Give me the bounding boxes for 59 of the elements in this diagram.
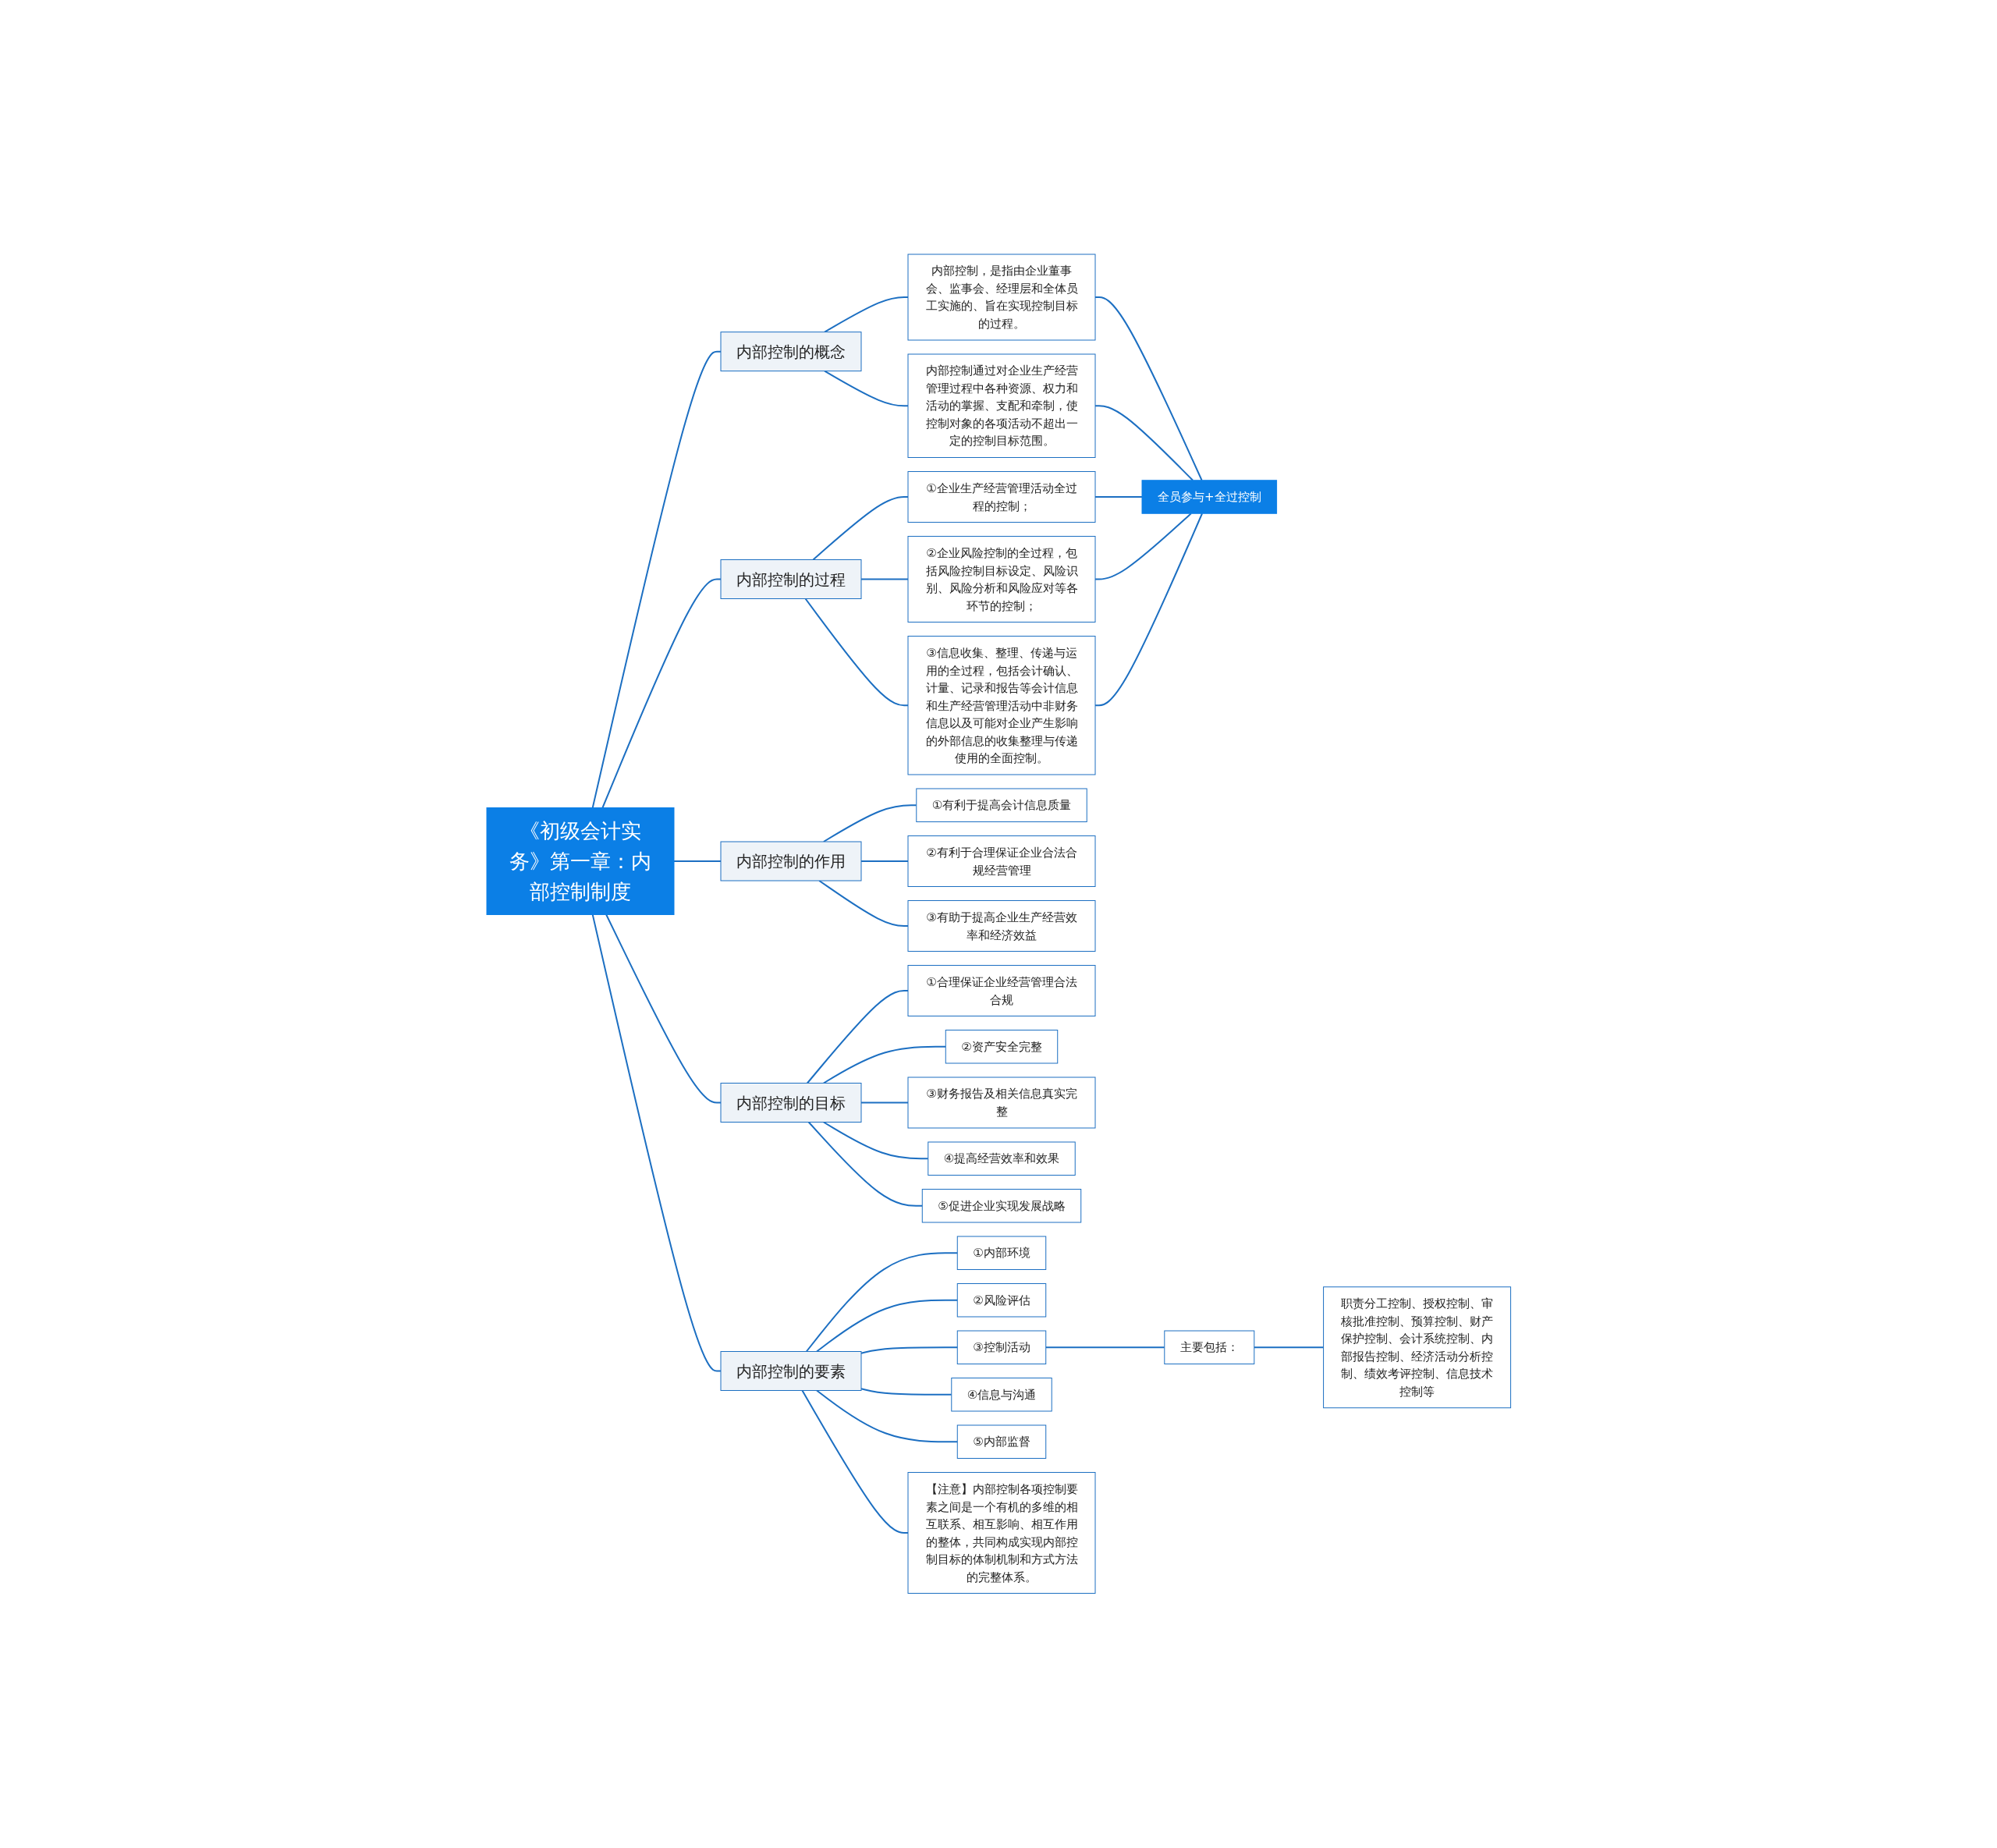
node-box: 内部控制，是指由企业董事会、监事会、经理层和全体员工实施的、旨在实现控制目标的过程。 <box>907 254 1096 341</box>
connector <box>601 578 722 809</box>
connector <box>1094 513 1192 580</box>
node-box: ③财务报告及相关信息真实完整 <box>907 1077 1096 1129</box>
connector <box>1094 405 1194 481</box>
node-box: ③信息收集、整理、传递与运用的全过程，包括会计确认、计量、记录和报告等会计信息和生产经营管理活动中非财务信息以及可能对企业产生影响的外部信息的收集整理与传递使用的全面控制。 <box>907 636 1096 775</box>
node-box: 内部控制的过程 <box>720 559 862 600</box>
node-box: ①企业生产经营管理活动全过程的控制； <box>907 471 1096 523</box>
node-box: ②风险评估 <box>956 1283 1046 1318</box>
node-box: ①内部环境 <box>956 1236 1046 1271</box>
node-box: ②企业风险控制的全过程，包括风险控制目标设定、风险识别、风险分析和风险应对等各环节的控制； <box>907 536 1096 623</box>
connector <box>591 350 722 809</box>
connector <box>822 1046 946 1084</box>
connector <box>605 913 722 1104</box>
connector <box>1094 513 1203 707</box>
connector <box>860 1101 909 1104</box>
node-box: ④信息与沟通 <box>951 1378 1052 1412</box>
node-box: 职责分工控制、授权控制、审核批准控制、预算控制、财产保护控制、会计系统控制、内部报告控制、经济活动分析控制、绩效考评控制、信息技术控制等 <box>1322 1286 1511 1409</box>
connector <box>1094 296 1203 481</box>
connector <box>812 496 909 561</box>
connector <box>860 1388 952 1396</box>
node-box: ③有助于提高企业生产经营效率和经济效益 <box>907 900 1096 952</box>
connector <box>1045 1346 1165 1349</box>
node-box: 主要包括： <box>1164 1330 1254 1365</box>
node-box: 内部控制的作用 <box>720 841 862 881</box>
connector <box>815 1389 958 1443</box>
connector <box>818 880 909 928</box>
node-box: 内部控制的概念 <box>720 332 862 372</box>
connector <box>860 1346 958 1355</box>
connector <box>823 296 909 333</box>
node-box: 内部控制的目标 <box>720 1083 862 1123</box>
connector <box>591 913 722 1372</box>
connector <box>822 1121 929 1160</box>
node-box: ②资产安全完整 <box>945 1030 1058 1064</box>
node-box: 全员参与+全过控制 <box>1141 480 1277 514</box>
node-box: ⑤促进企业实现发展战略 <box>921 1189 1081 1223</box>
node-box: ⑤内部监督 <box>956 1424 1046 1460</box>
node-box: 【注意】内部控制各项控制要素之间是一个有机的多维的相互联系、相互影响、相互作用的整体，共同构成实现内部控制目标的体制机制和方式方法的完整体系。 <box>907 1472 1096 1594</box>
node-box: 《初级会计实务》第一章：内部控制制度 <box>486 807 675 916</box>
connector <box>672 860 722 863</box>
connector <box>823 370 909 407</box>
node-box: ②有利于合理保证企业合法合规经营管理 <box>907 835 1096 888</box>
node-box: ①合理保证企业经营管理合法合规 <box>907 965 1096 1017</box>
connector <box>1094 496 1143 498</box>
node-box: ④提高经营效率和效果 <box>928 1141 1076 1176</box>
connector <box>815 1300 958 1353</box>
node-box: ①有利于提高会计信息质量 <box>916 788 1087 823</box>
node-box: 内部控制的要素 <box>720 1351 862 1392</box>
connector <box>805 1252 958 1353</box>
connector <box>1253 1346 1325 1349</box>
connector <box>806 990 909 1084</box>
connector <box>860 578 909 580</box>
connector <box>860 860 909 863</box>
connector <box>801 1389 909 1534</box>
connector <box>804 598 909 707</box>
node-box: ③控制活动 <box>956 1330 1046 1365</box>
connector <box>807 1121 923 1207</box>
connector <box>822 804 917 843</box>
node-box: 内部控制通过对企业生产经营管理过程中各种资源、权力和活动的掌握、支配和牵制，使控制对象的各项活动不超出一定的控制目标范围。 <box>907 353 1096 459</box>
